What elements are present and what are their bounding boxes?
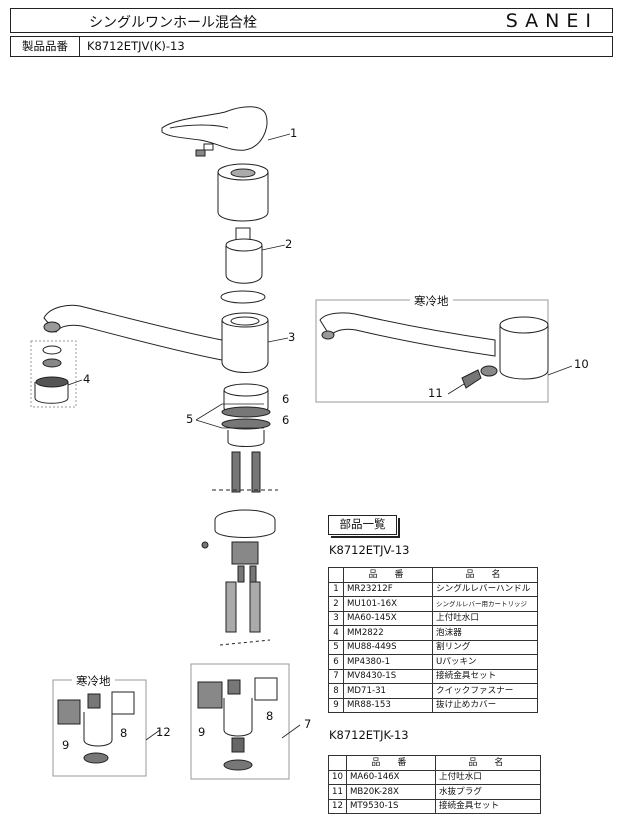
cold-region-spout-part xyxy=(319,312,549,389)
product-number-bar: 製品品番 K8712ETJV(K)-13 xyxy=(10,36,613,57)
row-code: MU88-449S xyxy=(343,639,433,655)
callout-4: 4 xyxy=(83,372,91,386)
product-title: シングルワンホール混合栓 xyxy=(89,15,257,31)
row-name: 上付吐水口 xyxy=(432,610,538,626)
callout-10: 10 xyxy=(574,357,589,371)
row-name: 泡沫器 xyxy=(432,625,538,641)
lower-hoses xyxy=(219,581,271,646)
row-no: 5 xyxy=(328,639,344,655)
row-name: クイックファスナー xyxy=(432,683,538,699)
row-name: 抜け止めカバー xyxy=(432,697,538,713)
row-name: シングルレバー用カートリッジ xyxy=(432,596,538,612)
callout-2: 2 xyxy=(285,237,293,251)
table1-title: K8712ETJV-13 xyxy=(329,543,410,557)
mounting-flange-part xyxy=(201,509,276,583)
callout-6a: 6 xyxy=(282,392,290,406)
row-name: 接続金具セット xyxy=(434,798,541,814)
row-name: Uパッキン xyxy=(432,654,538,670)
callout-8-right: 8 xyxy=(266,709,274,723)
row-code: MD71-31 xyxy=(343,683,433,699)
row-code: MB20K-28X xyxy=(345,784,436,800)
row-code: MA60-145X xyxy=(343,610,433,626)
row-no: 12 xyxy=(328,798,347,814)
row-code: MR88-153 xyxy=(343,697,433,713)
header-name: 品 名 xyxy=(434,755,541,771)
cold-region-label-left: 寒冷地 xyxy=(72,673,115,689)
callout-3: 3 xyxy=(288,330,296,344)
header-code: 品 番 xyxy=(343,567,433,583)
row-code: MV8430-1S xyxy=(343,668,433,684)
cold-region-connector-part xyxy=(57,691,135,764)
brand-logo: SANEI xyxy=(505,10,598,32)
parts-list-heading: 部品一覧 xyxy=(328,515,400,538)
aerator-frame xyxy=(30,340,77,408)
row-code: MR23212F xyxy=(343,581,433,597)
row-no: 6 xyxy=(328,654,344,670)
header-name: 品 名 xyxy=(432,567,538,583)
body-rings-part xyxy=(221,383,271,447)
row-no: 10 xyxy=(328,769,347,785)
callout-7: 7 xyxy=(304,717,312,731)
table2-title: K8712ETJK-13 xyxy=(329,728,409,742)
row-code: MT9530-1S xyxy=(345,798,436,814)
handle-sleeve-part xyxy=(217,163,269,222)
title-bar: シングルワンホール混合栓 SANEI xyxy=(10,8,613,33)
header-code: 品 番 xyxy=(345,755,436,771)
row-code: MA60-146X xyxy=(345,769,436,785)
product-number-label: 製品品番 xyxy=(11,37,80,56)
row-name: 割リング xyxy=(432,639,538,655)
callout-1: 1 xyxy=(290,126,298,140)
product-number-value: K8712ETJV(K)-13 xyxy=(87,39,185,53)
aerator-part xyxy=(34,345,69,404)
header-no xyxy=(328,567,344,583)
row-name: シングルレバーハンドル xyxy=(432,581,538,597)
row-no: 9 xyxy=(328,697,344,713)
row-code: MP4380-1 xyxy=(343,654,433,670)
spout-part xyxy=(43,304,269,373)
row-name: 水抜プラグ xyxy=(434,784,541,800)
row-no: 3 xyxy=(328,610,344,626)
cold-region-label-right: 寒冷地 xyxy=(410,293,453,309)
callout-11: 11 xyxy=(428,386,443,400)
row-no: 8 xyxy=(328,683,344,699)
row-no: 7 xyxy=(328,668,344,684)
callout-6b: 6 xyxy=(282,413,290,427)
callout-12: 12 xyxy=(156,725,171,739)
row-no: 1 xyxy=(328,581,344,597)
row-no: 4 xyxy=(328,625,344,641)
header-no xyxy=(328,755,347,771)
row-name: 上付吐水口 xyxy=(434,769,541,785)
row-code: MM2822 xyxy=(343,625,433,641)
table-header-row: 品 番 品 名 xyxy=(328,567,538,583)
row-no: 11 xyxy=(328,784,347,800)
row-code: MU101-16X xyxy=(343,596,433,612)
connector-set-part xyxy=(197,677,278,771)
callout-9-right: 9 xyxy=(198,725,206,739)
callout-5: 5 xyxy=(186,412,194,426)
connector-set-frame xyxy=(190,663,290,780)
callout-8-left: 8 xyxy=(120,726,128,740)
table-header-row: 品 番 品 名 xyxy=(328,755,541,771)
lever-handle-part xyxy=(161,106,268,157)
supply-hoses xyxy=(212,451,278,493)
callout-9-left: 9 xyxy=(62,738,70,752)
row-no: 2 xyxy=(328,596,344,612)
cartridge-part xyxy=(220,227,266,304)
row-name: 接続金具セット xyxy=(432,668,538,684)
